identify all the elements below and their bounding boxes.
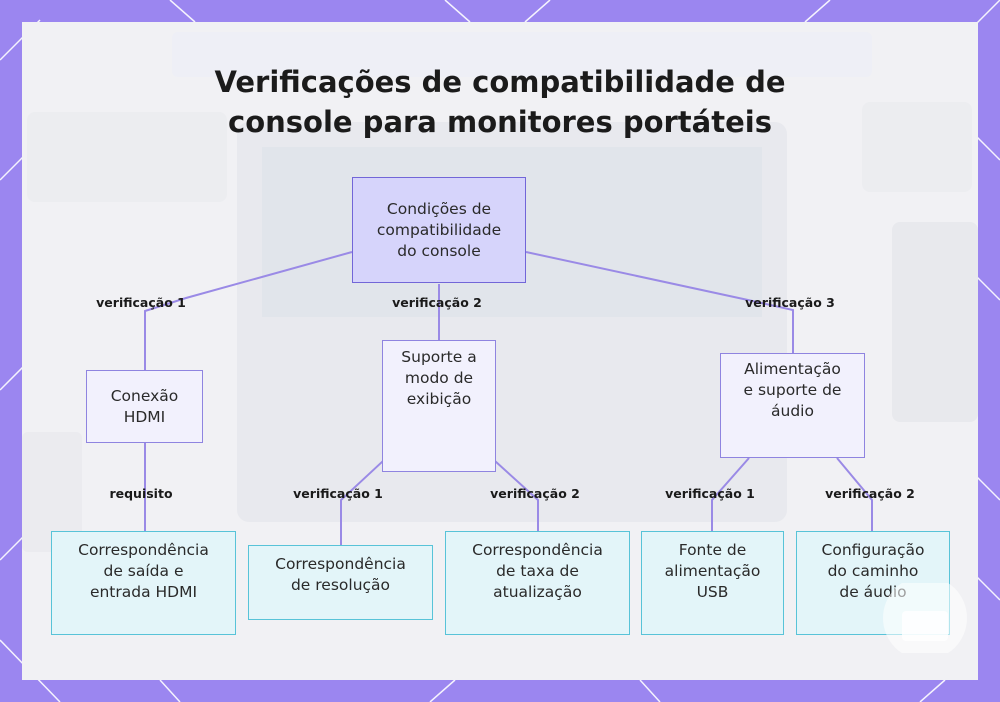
connector-display-resolution xyxy=(340,460,384,545)
node-usb-power: Fonte de alimentação USB xyxy=(641,531,784,635)
node-power-audio-support: Alimentação e suporte de áudio xyxy=(720,353,865,458)
node-hdmi-connection: Conexão HDMI xyxy=(86,370,203,443)
watermark-logo xyxy=(883,583,967,653)
edge-label-power-check-1: verificação 1 xyxy=(665,486,755,501)
edge-label-display-check-2: verificação 2 xyxy=(490,486,580,501)
edge-label-check-2: verificação 2 xyxy=(392,295,482,310)
edge-label-check-3: verificação 3 xyxy=(745,295,835,310)
node-hdmi-io-match: Correspondência de saída e entrada HDMI xyxy=(51,531,236,635)
diagram-title: Verificações de compatibilidade de conso… xyxy=(214,65,786,139)
node-refresh-rate-match: Correspondência de taxa de atualização xyxy=(445,531,630,635)
connector-display-refresh xyxy=(494,460,539,531)
edge-label-display-check-1: verificação 1 xyxy=(293,486,383,501)
edge-label-power-check-2: verificação 2 xyxy=(825,486,915,501)
connector-root-hdmi xyxy=(144,251,353,370)
node-display-mode-support: Suporte a modo de exibição xyxy=(382,340,496,472)
node-console-compatibility: Condições de compatibilidade do console xyxy=(352,177,526,283)
node-resolution-match: Correspondência de resolução xyxy=(248,545,433,620)
connector-root-power xyxy=(525,251,794,353)
connector-power-usb xyxy=(711,457,750,531)
edge-label-requirement: requisito xyxy=(109,486,173,501)
connector-power-audio xyxy=(836,457,873,531)
edge-label-check-1: verificação 1 xyxy=(96,295,186,310)
